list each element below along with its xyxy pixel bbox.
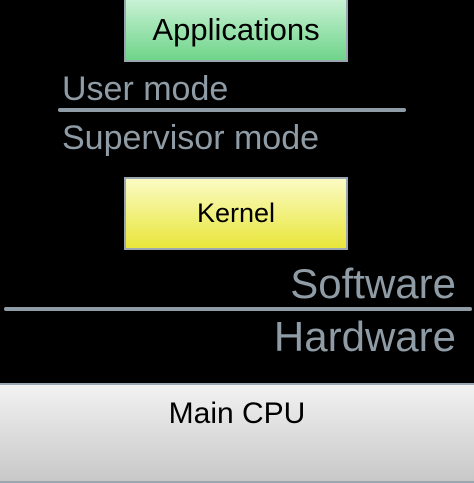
user-mode-label: User mode [62, 70, 229, 108]
supervisor-mode-label: Supervisor mode [62, 119, 320, 157]
applications-box: Applications [124, 0, 348, 62]
kernel-box: Kernel [124, 177, 348, 250]
software-hardware-divider [4, 307, 472, 311]
hardware-label: Hardware [273, 313, 456, 360]
main-cpu-box: Main CPU [0, 383, 474, 483]
software-label: Software [290, 260, 456, 307]
user-supervisor-divider [58, 108, 406, 112]
